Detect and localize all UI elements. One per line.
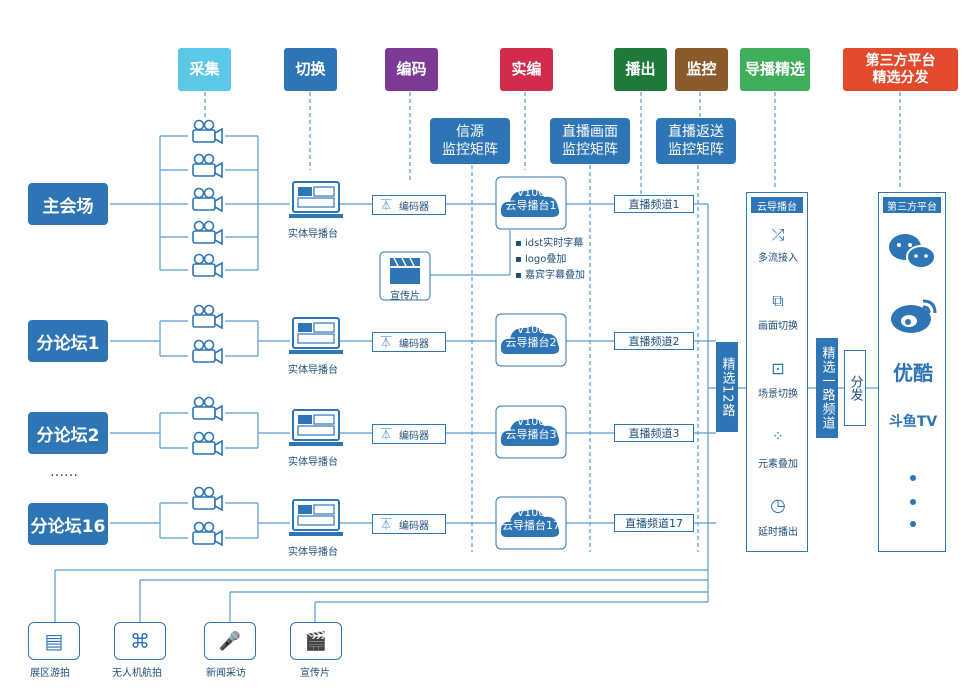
feature-item: ▪ idst实时字幕 bbox=[515, 238, 584, 249]
feature-label: idst实时字幕 bbox=[524, 238, 584, 249]
wechat-icon bbox=[889, 234, 936, 269]
encoder: ⏄ 编码器 bbox=[372, 514, 446, 534]
cloud-model: V100 bbox=[516, 415, 546, 428]
encoder-icon: ⏄ bbox=[380, 336, 392, 349]
more-dot bbox=[910, 475, 916, 481]
encoder-icon: ⏄ bbox=[380, 518, 392, 531]
cloud-panel-item: 画面切换 bbox=[758, 321, 798, 332]
cloud-director-panel: 云导播台 ⤮ 多流接入 ⧉ 画面切换 ⊡ 场景切换 ⁘ 元素叠加 ◷ 延时播出 bbox=[746, 192, 808, 552]
feature-label: logo叠加 bbox=[524, 254, 567, 265]
scene-switch-icon: ⊡ bbox=[771, 359, 785, 378]
select-one-box: 精选一路频道 bbox=[816, 338, 838, 438]
more-dot bbox=[910, 499, 916, 505]
switcher-label: 实体导播台 bbox=[288, 229, 338, 240]
bottom-source-label: 展区游拍 bbox=[30, 668, 70, 679]
element-overlay-icon: ⁘ bbox=[772, 429, 784, 445]
encoder: ⏄ 编码器 bbox=[372, 332, 446, 352]
third-party-panel: 第三方平台 优酷 斗鱼TV bbox=[878, 192, 946, 552]
encoder-label: 编码器 bbox=[399, 201, 429, 213]
live-picture-monitor-matrix: 直播画面 监控矩阵 bbox=[550, 118, 630, 164]
cloud-director-2: V100 云导播台2 bbox=[496, 323, 566, 349]
cloud-director-3: V100 云导播台3 bbox=[496, 415, 566, 441]
venue-forum-16: 分论坛16 bbox=[28, 503, 108, 545]
cloud-model: V100 bbox=[516, 506, 546, 519]
encoder-label: 编码器 bbox=[399, 520, 429, 532]
cloud-name: 云导播台17 bbox=[502, 519, 560, 532]
encoder: ⏄ 编码器 bbox=[372, 424, 446, 444]
drone-icon: ⌘ bbox=[114, 622, 166, 660]
cloud-panel-item: 场景切换 bbox=[758, 389, 798, 400]
cloud-panel-item: 元素叠加 bbox=[758, 459, 798, 470]
header-broadcast: 播出 bbox=[614, 48, 667, 91]
douyu-logo: 斗鱼TV bbox=[888, 414, 938, 430]
header-select: 导播精选 bbox=[740, 48, 810, 91]
cloud-panel-title: 云导播台 bbox=[751, 197, 803, 213]
live-channel-3: 直播频道3 bbox=[614, 424, 694, 442]
header-monitor: 监控 bbox=[675, 48, 728, 91]
return-monitor-matrix: 直播返送 监控矩阵 bbox=[656, 118, 736, 164]
feature-label: 嘉宾字幕叠加 bbox=[524, 270, 585, 281]
screen-switch-icon: ⧉ bbox=[772, 291, 784, 310]
live-channel-2: 直播频道2 bbox=[614, 332, 694, 350]
switcher-label: 实体导播台 bbox=[288, 457, 338, 468]
live-channel-17: 直播频道17 bbox=[614, 514, 694, 532]
select-12-box: 精选12路 bbox=[716, 342, 738, 432]
switcher-label: 实体导播台 bbox=[288, 365, 338, 376]
cloud-name: 云导播台1 bbox=[505, 199, 557, 212]
cloud-director-17: V100 云导播台17 bbox=[496, 506, 566, 532]
header-encode: 编码 bbox=[385, 48, 438, 91]
encoder-label: 编码器 bbox=[399, 430, 429, 442]
switcher-label: 实体导播台 bbox=[288, 547, 338, 558]
header-third-party: 第三方平台 精选分发 bbox=[843, 48, 958, 91]
encoder-icon: ⏄ bbox=[380, 199, 392, 212]
live-channel-1: 直播频道1 bbox=[614, 195, 694, 213]
cloud-director-1: V100 云导播台1 bbox=[496, 186, 566, 212]
cloud-panel-item: 多流接入 bbox=[758, 253, 798, 264]
feature-item: ▪ logo叠加 bbox=[515, 254, 567, 265]
source-monitor-matrix: 信源 监控矩阵 bbox=[430, 118, 510, 164]
clapper-icon: 🎬 bbox=[290, 622, 342, 660]
venue-ellipsis: …… bbox=[50, 464, 78, 480]
cloud-name: 云导播台3 bbox=[505, 428, 557, 441]
bottom-source-label: 宣传片 bbox=[300, 668, 330, 679]
cloud-panel-item: 延时播出 bbox=[758, 527, 798, 538]
header-live-edit: 实编 bbox=[500, 48, 553, 91]
weibo-icon bbox=[891, 299, 937, 333]
bottom-source-label: 无人机航拍 bbox=[112, 668, 162, 679]
shuffle-icon: ⤮ bbox=[771, 225, 785, 244]
more-dot bbox=[910, 521, 916, 527]
distribute-box: 分发 bbox=[844, 350, 866, 426]
cloud-name: 云导播台2 bbox=[505, 336, 557, 349]
microphone-icon: 🎤 bbox=[204, 622, 256, 660]
bottom-source-label: 新闻采访 bbox=[206, 668, 246, 679]
feature-item: ▪ 嘉宾字幕叠加 bbox=[515, 270, 585, 281]
cloud-model: V100 bbox=[516, 186, 546, 199]
venue-forum-2: 分论坛2 bbox=[28, 412, 108, 454]
encoder-label: 编码器 bbox=[399, 338, 429, 350]
clock-icon: ◷ bbox=[770, 495, 786, 516]
youku-logo: 优酷 bbox=[893, 361, 933, 385]
venue-main: 主会场 bbox=[28, 183, 108, 225]
header-switch: 切换 bbox=[284, 48, 337, 91]
third-panel-title: 第三方平台 bbox=[883, 197, 941, 213]
header-collect: 采集 bbox=[178, 48, 231, 91]
exhibition-icon: ▤ bbox=[28, 622, 80, 660]
promo-label: 宣传片 bbox=[390, 291, 420, 302]
cloud-model: V100 bbox=[516, 323, 546, 336]
encoder: ⏄ 编码器 bbox=[372, 195, 446, 215]
encoder-icon: ⏄ bbox=[380, 428, 392, 441]
venue-forum-1: 分论坛1 bbox=[28, 320, 108, 362]
